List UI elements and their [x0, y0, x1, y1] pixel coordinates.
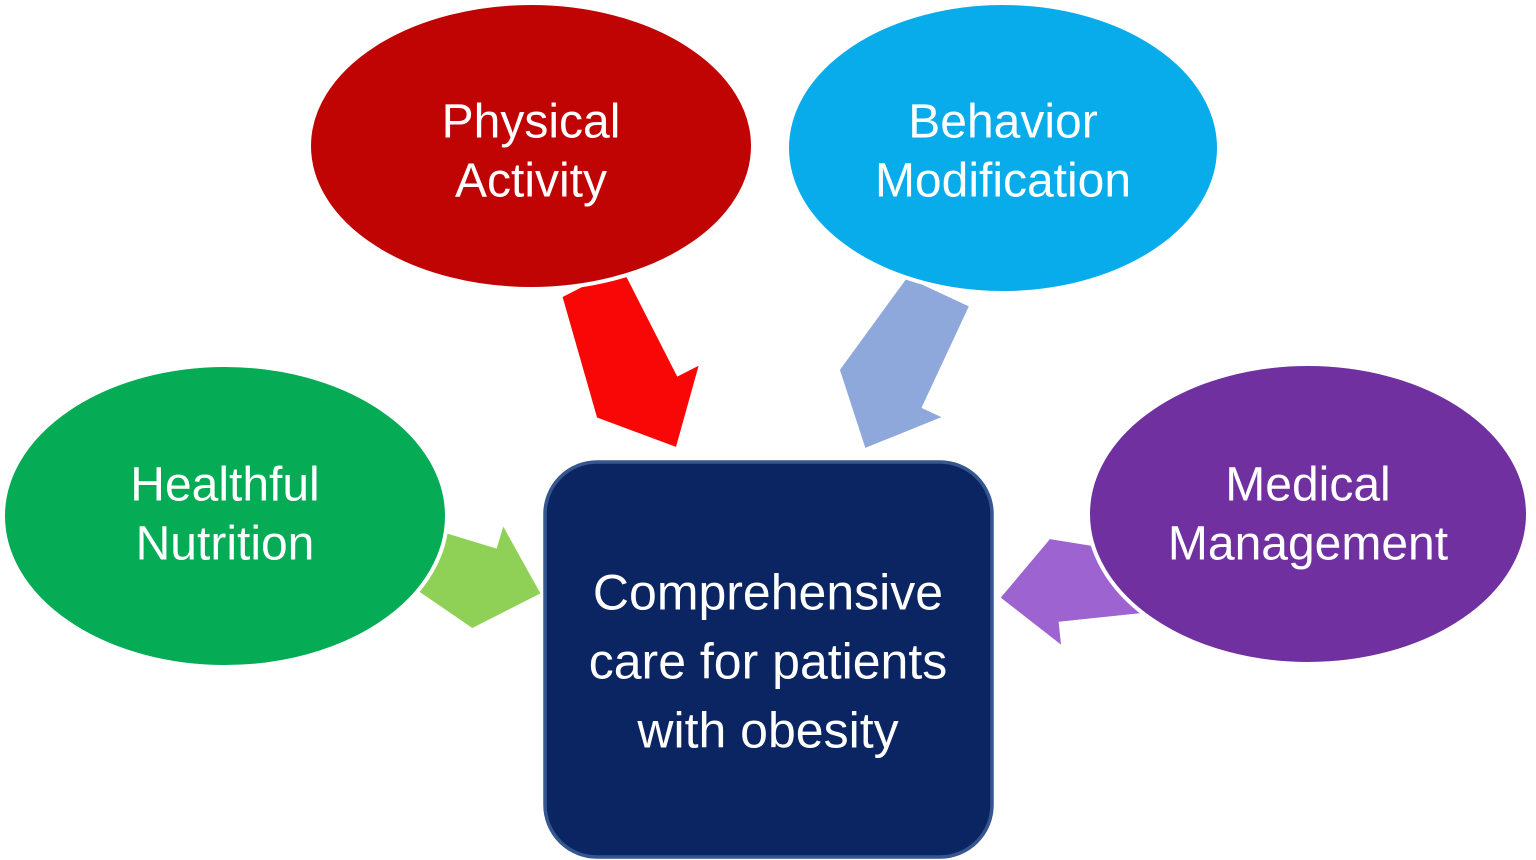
physical-activity-arrow — [562, 267, 699, 447]
center-box — [543, 460, 994, 859]
behavior-modification-ellipse — [785, 1, 1221, 295]
healthful-nutrition-ellipse — [1, 363, 449, 669]
behavior-modification-arrow — [839, 277, 969, 448]
medical-management-ellipse — [1086, 362, 1530, 666]
physical-activity-ellipse — [307, 1, 755, 291]
